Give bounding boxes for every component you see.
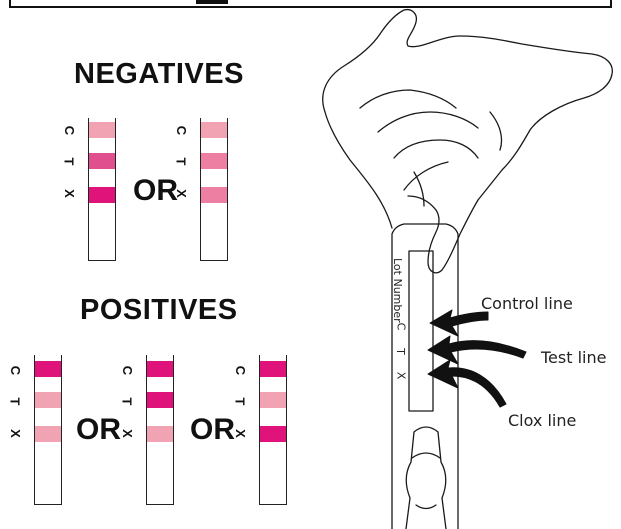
- clox-band: [260, 426, 286, 442]
- device-outline: [391, 223, 459, 529]
- test-band: [89, 153, 115, 169]
- test-band: [147, 392, 173, 408]
- test-band: [201, 153, 227, 169]
- or-label: OR: [76, 413, 121, 446]
- test-strip: [34, 355, 62, 505]
- or-label: OR: [190, 413, 235, 446]
- clox-line-arrow: [427, 359, 507, 408]
- test-line-label: Test line: [541, 348, 607, 367]
- control-band: [260, 361, 286, 377]
- hand-outline: [322, 8, 613, 229]
- device-sample-well: [405, 426, 447, 529]
- clox-band: [89, 187, 115, 203]
- clox-line-label: Clox line: [508, 411, 577, 430]
- control-band: [89, 122, 115, 138]
- control-line-arrow: [429, 309, 489, 337]
- clox-band: [147, 426, 173, 442]
- negatives-heading: NEGATIVES: [74, 58, 244, 90]
- test-strip: [146, 355, 174, 505]
- test-strip: [88, 118, 116, 261]
- test-band: [35, 392, 61, 408]
- test-band: [260, 392, 286, 408]
- test-line-arrow: [427, 335, 527, 365]
- control-band: [201, 122, 227, 138]
- or-label: OR: [133, 174, 178, 207]
- device-window: [408, 250, 434, 412]
- clox-band: [35, 426, 61, 442]
- clox-band: [201, 187, 227, 203]
- control-band: [35, 361, 61, 377]
- control-line-label: Control line: [481, 294, 573, 313]
- positives-heading: POSITIVES: [80, 294, 238, 326]
- thumb-outline: [427, 199, 479, 274]
- test-strip: [259, 355, 287, 505]
- control-band: [147, 361, 173, 377]
- test-strip: [200, 118, 228, 261]
